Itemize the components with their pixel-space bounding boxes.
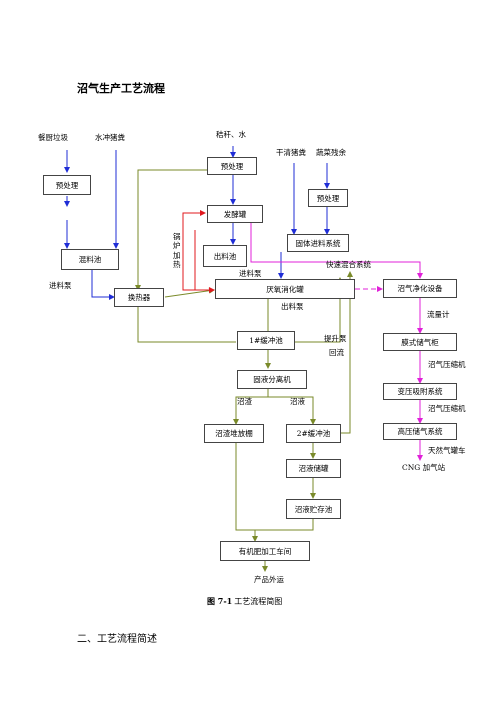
heating-lines <box>182 210 215 293</box>
pressure-swing-box: 变压吸附系统 <box>383 383 457 400</box>
label-biogas-slurry: 沼液 <box>290 397 305 406</box>
input-vegetable-residue: 蔬菜残余 <box>316 148 346 157</box>
digestate-lines <box>135 169 353 572</box>
diagram-title: 沼气生产工艺流程 <box>77 82 165 95</box>
label-natural-gas-truck: 天然气罐车 <box>428 446 466 455</box>
heat-exchanger-box: 换热器 <box>114 288 164 307</box>
hp-storage-box: 高压储气系统 <box>383 423 457 440</box>
input-straw-water: 秸秆、水 <box>216 130 246 139</box>
slurry-pond-box: 沼液贮存池 <box>286 499 341 519</box>
label-fast-mixing: 快速混合系统 <box>326 260 371 269</box>
input-kitchen-waste: 餐厨垃圾 <box>38 133 68 142</box>
residue-shed-box: 沼渣堆放棚 <box>204 424 264 443</box>
ferment-tank-box: 发酵罐 <box>207 205 263 223</box>
anaerobic-digester-box: 厌氧消化罐 <box>215 279 355 299</box>
biogas-purify-box: 沼气净化设备 <box>383 279 457 298</box>
solid-feed-box: 固体进料系统 <box>287 234 349 252</box>
mixing-tank-box: 混料池 <box>61 249 119 270</box>
buffer1-box: 1#缓冲池 <box>237 331 295 350</box>
pretreat-top-box: 预处理 <box>207 157 257 175</box>
figure-number: 图 7-1 <box>207 596 233 606</box>
input-dry-manure: 干清猪粪 <box>276 148 306 157</box>
label-biogas-residue: 沼渣 <box>237 397 252 406</box>
label-flowmeter: 流量计 <box>427 310 450 319</box>
figure-caption-text: 工艺流程简图 <box>234 597 283 606</box>
pretreat-left-box: 预处理 <box>43 175 91 195</box>
label-product-shipping: 产品外运 <box>254 575 284 584</box>
label-discharge-pump: 出料泵 <box>281 302 304 311</box>
label-lift-pump: 提升泵 <box>324 334 347 343</box>
label-cng-station: CNG 加气站 <box>402 463 446 472</box>
label-feed-pump-mid: 进料泵 <box>239 269 262 278</box>
label-boiler-heating: 锅炉加热 <box>173 232 181 270</box>
fertilizer-plant-box: 有机肥加工车间 <box>220 541 310 561</box>
label-biogas-compressor-2: 沼气压缩机 <box>428 404 466 413</box>
section-heading: 二、工艺流程简述 <box>77 634 157 645</box>
membrane-holder-box: 膜式储气柜 <box>383 333 457 351</box>
pretreat-right-box: 预处理 <box>308 189 348 207</box>
discharge-tank-box: 出料池 <box>203 245 247 267</box>
label-reflux: 回流 <box>329 348 344 357</box>
input-water-flush-manure: 水冲猪粪 <box>95 133 125 142</box>
separator-box: 固液分离机 <box>237 370 307 389</box>
slurry-tank-box: 沼液储罐 <box>286 459 341 478</box>
label-biogas-compressor-1: 沼气压缩机 <box>428 360 466 369</box>
feedstock-lines <box>64 146 330 300</box>
label-feed-pump-left: 进料泵 <box>49 281 72 290</box>
biogas-lines <box>250 213 423 461</box>
buffer2-box: 2#缓冲池 <box>286 424 341 443</box>
